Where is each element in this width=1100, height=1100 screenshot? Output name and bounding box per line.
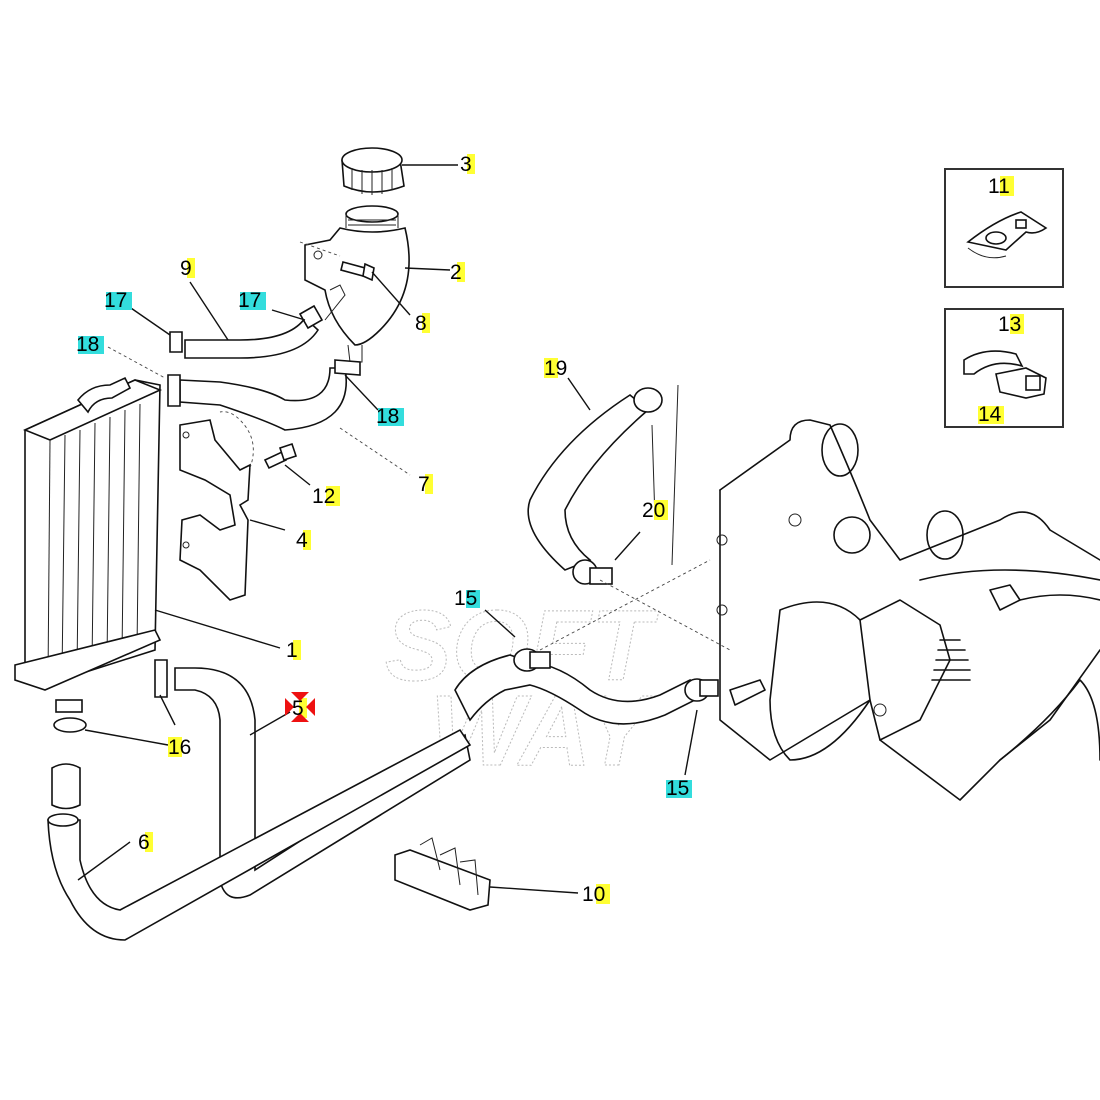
hose-tank-to-radiator[interactable] — [167, 359, 361, 431]
part-label-17b[interactable]: 17 — [238, 290, 266, 311]
part-label-3[interactable]: 3 — [460, 154, 475, 175]
part-label-5[interactable]: 5 — [292, 698, 307, 719]
hose-clamp[interactable] — [513, 648, 719, 702]
part-label-20[interactable]: 20 — [642, 500, 668, 521]
part-label-18a[interactable]: 18 — [76, 334, 104, 355]
hose-upper[interactable] — [527, 394, 650, 571]
selected-part-marker-icon[interactable] — [285, 692, 315, 722]
part-label-16[interactable]: 16 — [168, 736, 192, 759]
part-label-19[interactable]: 19 — [544, 357, 568, 380]
part-label-1[interactable]: 1 — [286, 640, 301, 661]
part-label-18b[interactable]: 18 — [376, 406, 404, 427]
part-label-17a[interactable]: 17 — [104, 290, 132, 311]
radiator[interactable] — [14, 376, 163, 691]
expansion-tank[interactable] — [304, 205, 410, 363]
part-label-4[interactable]: 4 — [296, 530, 311, 551]
part-label-9[interactable]: 9 — [180, 258, 195, 279]
part-label-11[interactable]: 11 — [988, 176, 1014, 197]
clamp-upper[interactable] — [572, 387, 663, 585]
part-label-7[interactable]: 7 — [418, 474, 433, 495]
tank-cap[interactable] — [341, 147, 405, 195]
part-label-14[interactable]: 14 — [978, 404, 1004, 425]
part-label-15a[interactable]: 15 — [454, 588, 480, 609]
part-label-8[interactable]: 8 — [415, 313, 430, 334]
part-label-10[interactable]: 10 — [582, 884, 610, 905]
part-label-2[interactable]: 2 — [450, 262, 465, 283]
hose-holder[interactable] — [394, 837, 491, 911]
part-label-13[interactable]: 13 — [998, 314, 1024, 335]
red-crosshair-icon — [285, 692, 315, 722]
tank-screw[interactable] — [340, 261, 375, 282]
part-label-6[interactable]: 6 — [138, 832, 153, 853]
clip-nut-icon — [966, 211, 1048, 259]
engine — [716, 419, 1100, 801]
bracket-screw[interactable] — [263, 442, 298, 470]
radiator-bracket[interactable] — [179, 419, 251, 601]
inset-hose-clip — [944, 308, 1064, 428]
hose-lower-return[interactable] — [47, 728, 472, 941]
part-label-12[interactable]: 12 — [312, 486, 340, 507]
hose-lower-long[interactable] — [174, 667, 471, 899]
breather-hose[interactable] — [169, 304, 324, 359]
leader-lines — [77, 164, 698, 894]
hose-clamp-lower[interactable] — [53, 659, 168, 733]
hose-clip-icon — [963, 350, 1047, 399]
part-label-15b[interactable]: 15 — [666, 778, 692, 799]
